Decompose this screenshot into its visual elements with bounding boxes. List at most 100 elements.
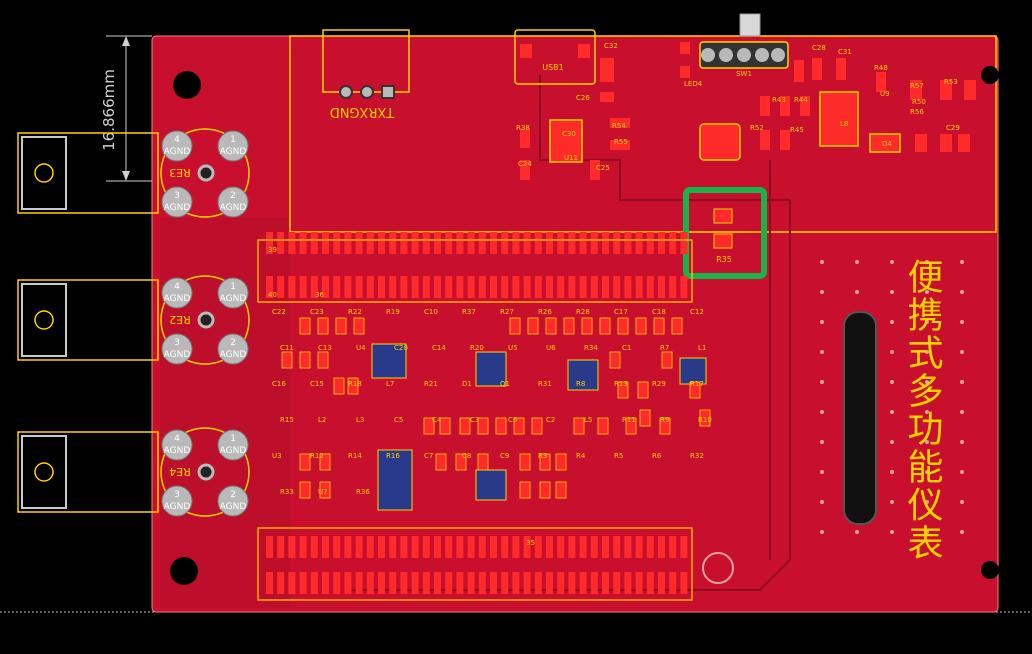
via-grid: [820, 260, 964, 534]
ref-label: R26: [538, 308, 552, 316]
ref-label: R44: [794, 96, 808, 104]
ref-label: C9: [500, 452, 509, 460]
ref-label: C31: [838, 48, 852, 56]
pin-label: AGND: [220, 203, 247, 213]
mounting-hole: [173, 71, 201, 99]
ref-label: L2: [318, 416, 326, 424]
pin-label: AGND: [220, 350, 247, 360]
ref-label: L7: [386, 380, 394, 388]
ref-label: C28: [812, 44, 826, 52]
display-slot: [843, 311, 877, 525]
mcu-header-outline: [257, 239, 693, 303]
pin-number: 3: [174, 490, 180, 500]
mounting-hole: [981, 66, 999, 84]
power-switch[interactable]: SW1: [699, 13, 789, 78]
inductor-l8: [819, 91, 859, 147]
ref-label: R7: [660, 344, 669, 352]
lower-header-outline: [257, 527, 693, 601]
board-title: 便携式多功能仪表: [902, 258, 944, 562]
ref-label: C4: [432, 416, 442, 424]
pin-label: AGND: [164, 203, 191, 213]
pin-number: 3: [174, 338, 180, 348]
dimension-label: 16.866mm: [100, 69, 118, 151]
ref-label: R50: [912, 98, 926, 106]
ref-label: C11: [280, 344, 294, 352]
mcu-header: [266, 232, 688, 594]
uart-header[interactable]: TXRXGND: [322, 29, 410, 119]
pin-number: 4: [174, 282, 180, 292]
power-region-outline: [289, 35, 997, 233]
ref-label: C32: [604, 42, 618, 50]
ref-label: R15: [280, 416, 294, 424]
ref-label: C14: [432, 344, 446, 352]
ref-label: R13: [614, 380, 628, 388]
ref-label: C8: [462, 452, 471, 460]
ref-label: L3: [356, 416, 364, 424]
ref-label: C20: [394, 344, 408, 352]
ref-label: R18: [348, 380, 362, 388]
highlight-label: R35: [716, 255, 732, 264]
ref-label: R28: [576, 308, 590, 316]
ref-label: C13: [318, 344, 332, 352]
regulator: [699, 123, 741, 161]
ref-label: R12: [310, 452, 324, 460]
ref-label: R45: [790, 126, 804, 134]
signal-components: [281, 317, 711, 511]
header-number: 36: [315, 291, 324, 299]
diode-d4: [869, 133, 901, 153]
pin-label: AGND: [164, 502, 191, 512]
ref-label: R9: [660, 416, 669, 424]
ref-label: R43: [772, 96, 786, 104]
ref-label: U5: [508, 344, 518, 352]
ref-label: C26: [576, 94, 590, 102]
ref-label: U7: [318, 488, 328, 496]
connector-ref: RE4: [169, 465, 191, 478]
ref-label: R6: [652, 452, 662, 460]
ref-label: R8: [576, 380, 585, 388]
header-number: 35: [526, 539, 535, 547]
ref-label: R10: [698, 416, 712, 424]
usb-label: USB1: [542, 63, 564, 72]
ref-label: R56: [910, 108, 924, 116]
ref-label: R34: [584, 344, 598, 352]
ref-label: R3: [538, 452, 547, 460]
regulator-u11: [549, 119, 583, 163]
ref-label: R19: [386, 308, 400, 316]
pin-label: AGND: [220, 502, 247, 512]
switch-label: SW1: [736, 70, 752, 78]
ref-label: R14: [348, 452, 362, 460]
ref-label: R17: [690, 380, 704, 388]
ref-label: R38: [516, 124, 530, 132]
ref-label: R11: [622, 416, 636, 424]
ref-label: C5: [394, 416, 403, 424]
pin-number: 1: [230, 135, 236, 145]
pin-label: AGND: [164, 446, 191, 456]
pin-number: 1: [230, 434, 236, 444]
ref-label: R33: [280, 488, 294, 496]
uart-header-label: TXRXGND: [330, 104, 396, 119]
usb-connector[interactable]: USB1: [514, 29, 596, 85]
ref-label: R21: [424, 380, 438, 388]
ref-label: D1: [462, 380, 472, 388]
ref-label: U4: [356, 344, 366, 352]
pin-number: 2: [230, 338, 236, 348]
ref-label: C7: [424, 452, 433, 460]
ref-label: C16: [272, 380, 286, 388]
ref-label: U11: [564, 154, 578, 162]
ref-label: R22: [348, 308, 362, 316]
ref-label: C12: [690, 308, 704, 316]
ref-label: R4: [576, 452, 586, 460]
pin-number: 2: [230, 490, 236, 500]
ref-label: LED4: [684, 80, 703, 88]
ref-label: L5: [584, 416, 592, 424]
ref-label: Q1: [500, 380, 510, 388]
pin-number: 1: [230, 282, 236, 292]
ref-label: L8: [840, 120, 848, 128]
connector-ref: RE3: [169, 166, 191, 179]
